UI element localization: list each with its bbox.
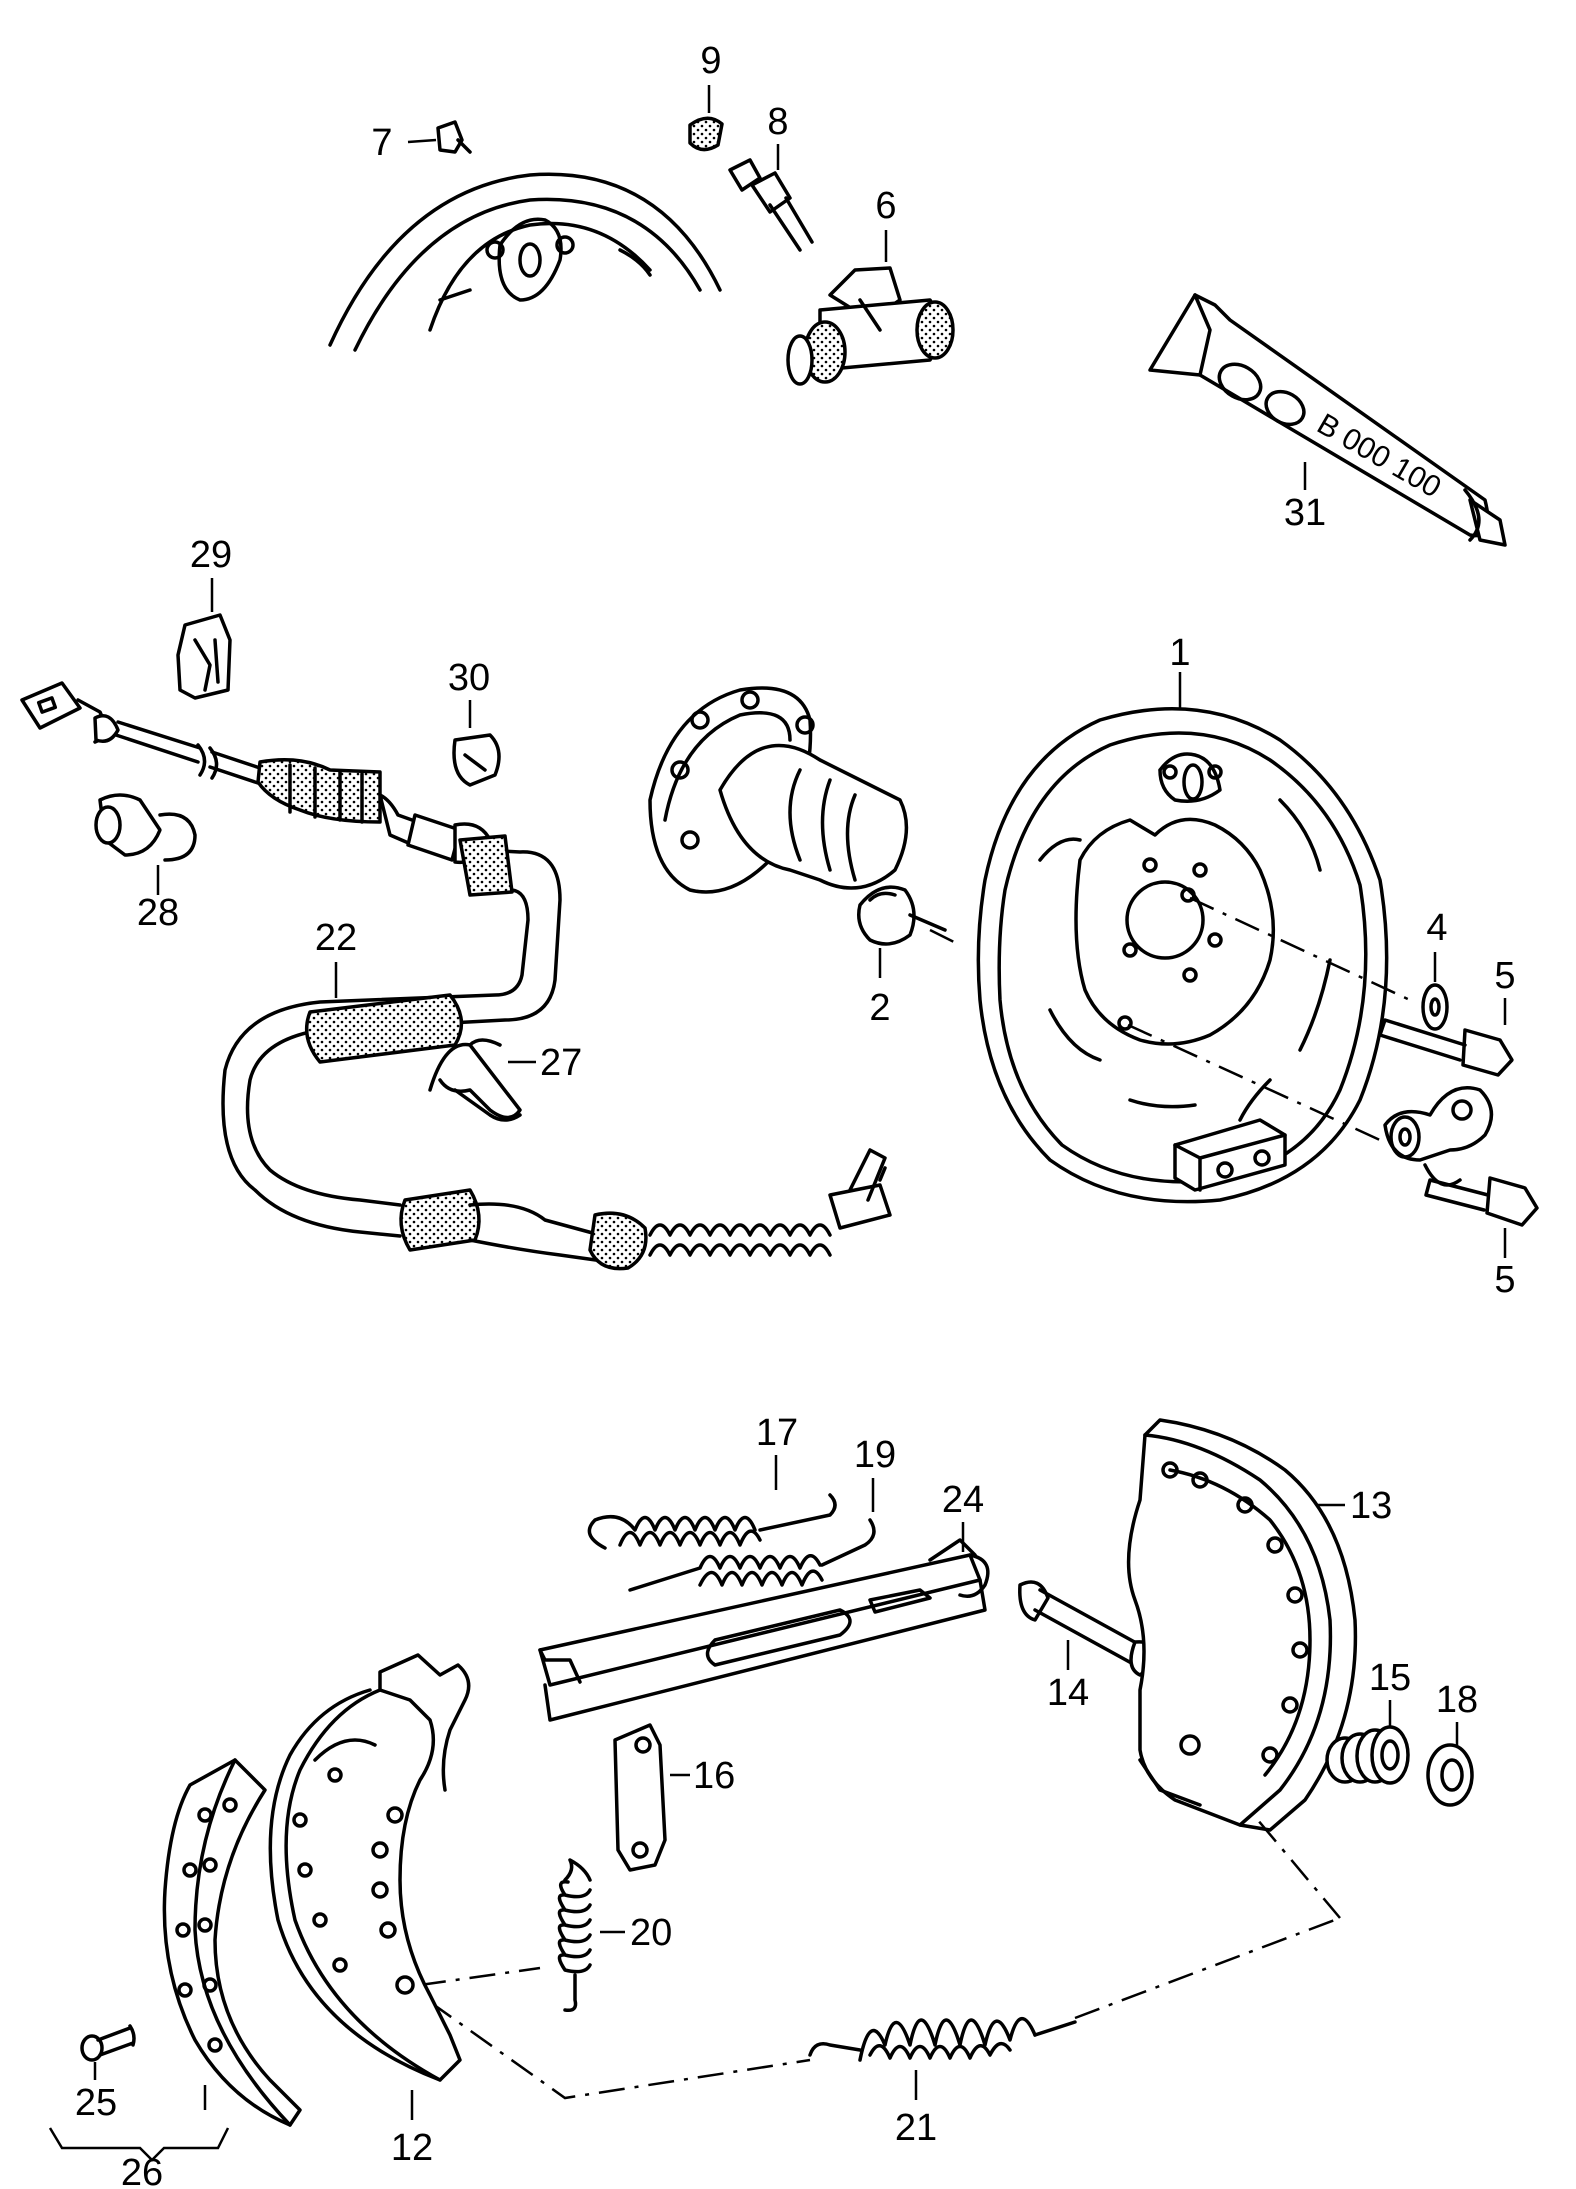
callout-30: 30 — [448, 657, 490, 699]
callout-29: 29 — [190, 534, 232, 576]
spring-20 — [557, 1858, 625, 2013]
callout-13: 13 — [1350, 1485, 1392, 1527]
drum-screw-7 — [407, 120, 472, 154]
adjuster-bar-24 — [538, 1522, 990, 1722]
clip-30 — [452, 700, 501, 787]
handbrake-cable-22 — [20, 681, 892, 1271]
callout-18: 18 — [1436, 1679, 1478, 1721]
shoe-12-line — [429, 2000, 811, 2100]
hub-stub-axle — [648, 686, 909, 894]
callout-5-upper: 5 — [1494, 955, 1515, 997]
callout-25: 25 — [75, 2082, 117, 2124]
brake-shoe-12 — [268, 1653, 471, 2120]
callout-28: 28 — [137, 892, 179, 934]
bleeder-valve-8 — [728, 144, 814, 252]
callout-22: 22 — [315, 917, 357, 959]
bolt-5-lower — [1424, 1176, 1539, 1258]
callout-15: 15 — [1369, 1657, 1411, 1699]
grease-tube-text: B 000 100 — [1312, 407, 1447, 504]
washer-4 — [1421, 952, 1449, 1031]
callout-8: 8 — [767, 101, 788, 143]
bracket-26 — [48, 2127, 230, 2162]
backing-plate-1 — [976, 672, 1389, 1204]
callout-1: 1 — [1169, 632, 1190, 674]
spring-15 — [1325, 1700, 1410, 1785]
lever-plate — [1383, 1086, 1494, 1187]
spring-17 — [587, 1455, 837, 1550]
axle-centerline — [929, 928, 961, 947]
callout-20: 20 — [630, 1912, 672, 1954]
bolt-5-upper — [1378, 998, 1514, 1077]
brake-lining-26 — [162, 1758, 302, 2127]
callout-24: 24 — [942, 1479, 984, 1521]
callout-26: 26 — [121, 2152, 163, 2189]
lever-16 — [613, 1723, 690, 1872]
callouts: 1 2 4 5 5 6 7 8 9 12 13 14 15 16 17 18 1… — [75, 40, 1516, 2189]
spring-21 — [808, 2017, 1077, 2100]
callout-16: 16 — [693, 1755, 735, 1797]
callout-19: 19 — [854, 1434, 896, 1476]
clip-29 — [176, 578, 232, 700]
callout-27: 27 — [540, 1042, 582, 1084]
callout-6: 6 — [875, 185, 896, 227]
callout-12: 12 — [391, 2127, 433, 2169]
spring-20-line — [419, 1966, 541, 1987]
wheel-cylinder-6 — [786, 230, 955, 386]
mounting-block — [1173, 1118, 1287, 1192]
callout-4: 4 — [1426, 907, 1447, 949]
callout-31: 31 — [1284, 492, 1326, 534]
retainer-18 — [1426, 1722, 1474, 1807]
callout-17: 17 — [756, 1412, 798, 1454]
callout-9: 9 — [700, 40, 721, 82]
grease-tube-31: B 000 100 — [1148, 293, 1507, 547]
callout-2: 2 — [869, 987, 890, 1029]
bolt-line-lower — [1127, 1023, 1381, 1142]
brake-shoe-13 — [1126, 1418, 1358, 1832]
callout-14: 14 — [1047, 1672, 1089, 1714]
seal-2 — [857, 885, 947, 978]
brake-drum-part — [328, 172, 722, 352]
spring-21-line — [1074, 1916, 1341, 2020]
cable-guide-28 — [94, 793, 197, 895]
spring-clip-27 — [428, 1038, 536, 1122]
callout-7: 7 — [371, 122, 392, 164]
bolt-line-upper — [1189, 896, 1411, 1002]
spring-19 — [628, 1478, 876, 1592]
bleeder-cap-9 — [688, 85, 724, 152]
rivet-25 — [80, 2024, 136, 2080]
callout-5-lower: 5 — [1494, 1259, 1515, 1301]
callout-21: 21 — [895, 2107, 937, 2149]
